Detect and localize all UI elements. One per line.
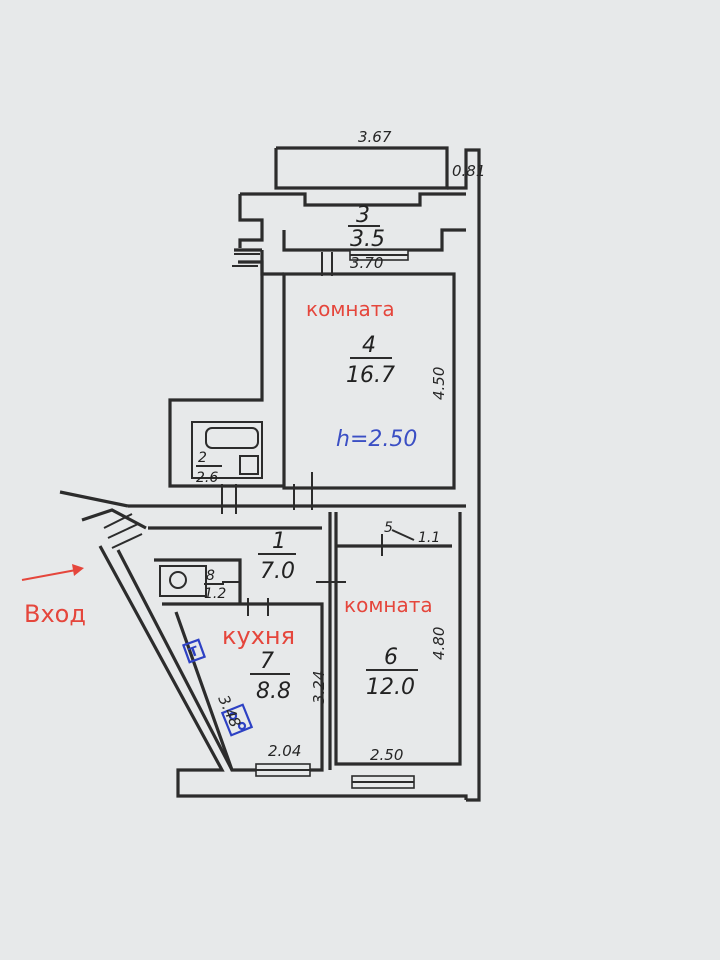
wc-box bbox=[159, 565, 207, 597]
room-6-number: 6 bbox=[384, 645, 398, 670]
room-3-number: 3 bbox=[356, 203, 370, 228]
room-4-number: 4 bbox=[362, 333, 376, 358]
room-8: 8 1.2 bbox=[204, 568, 226, 602]
diagonal-inner-wall bbox=[116, 549, 234, 771]
room-1-number: 1 bbox=[272, 529, 286, 554]
dim-room4-width: 3.70 bbox=[350, 254, 383, 272]
room-1-area: 7.0 bbox=[260, 559, 295, 584]
balcony-slab bbox=[274, 146, 449, 190]
entrance-label: Вход bbox=[24, 600, 86, 628]
room-3: 3 3.5 bbox=[348, 203, 385, 252]
loggia-left-wall bbox=[238, 194, 264, 248]
dim-room4-height: 4.50 bbox=[430, 367, 448, 400]
room-6-inner-wall bbox=[334, 512, 462, 766]
room-1: 1 7.0 bbox=[258, 529, 296, 584]
bathroom-box bbox=[191, 421, 263, 479]
room-6-area: 12.0 bbox=[366, 675, 415, 700]
entrance: Вход bbox=[21, 564, 86, 628]
room-7-kitchen: кухня 7 8.8 bbox=[222, 622, 295, 704]
room-4: комната 4 16.7 h=2.50 bbox=[306, 297, 417, 452]
dim-top-width: 3.67 bbox=[358, 128, 392, 146]
room-4-walls bbox=[282, 272, 456, 490]
entrance-wall bbox=[59, 490, 129, 508]
room-5: 5 1.1 bbox=[384, 520, 440, 546]
bath-outer bbox=[168, 260, 284, 488]
room-6-label: комната bbox=[344, 593, 433, 617]
sink-kitchen-icon bbox=[181, 638, 207, 664]
diagonal-outer-wall bbox=[98, 545, 468, 800]
room-8-number: 8 bbox=[206, 568, 215, 584]
ceiling-height: h=2.50 bbox=[336, 427, 417, 452]
room-2: 2 2.6 bbox=[196, 450, 222, 486]
stair-hatching bbox=[103, 253, 260, 549]
room-2-number: 2 bbox=[198, 450, 207, 466]
room-7-number: 7 bbox=[260, 649, 274, 674]
bathtub-icon bbox=[205, 427, 259, 449]
room-4-side bbox=[260, 250, 284, 276]
sink-icon bbox=[239, 455, 259, 475]
door-marks bbox=[221, 252, 383, 616]
room-4-label: комната bbox=[306, 297, 395, 321]
loggia-bottom-wall bbox=[282, 228, 466, 252]
entrance-inner bbox=[81, 508, 147, 530]
dim-room6-height: 4.80 bbox=[430, 627, 448, 660]
dim-right-offset: 0.81 bbox=[452, 162, 485, 180]
dim-room6-bottom: 2.50 bbox=[370, 746, 403, 764]
arrow-head-icon bbox=[72, 564, 84, 576]
room-3-area: 3.5 bbox=[350, 227, 385, 252]
loggia-top-wall bbox=[240, 192, 466, 207]
kitchen-label: кухня bbox=[222, 622, 295, 650]
room-6: комната 6 12.0 bbox=[344, 593, 433, 700]
kitchen-fixtures: T bbox=[181, 638, 254, 737]
entrance-arrow bbox=[21, 569, 77, 581]
toilet-icon bbox=[169, 571, 187, 589]
dim-kitchen-bottom: 2.04 bbox=[268, 742, 301, 760]
dim-kitchen-height: 3.24 bbox=[310, 671, 328, 704]
room-5-number: 5 bbox=[384, 520, 393, 536]
room-7-area: 8.8 bbox=[256, 679, 291, 704]
outer-right-wall bbox=[447, 148, 481, 802]
bathroom-fixtures bbox=[159, 421, 263, 597]
stove-icon bbox=[220, 703, 254, 737]
room-5-area: 1.1 bbox=[418, 530, 440, 546]
room-8-area: 1.2 bbox=[204, 586, 226, 602]
room-4-area: 16.7 bbox=[346, 363, 395, 388]
room-2-area: 2.6 bbox=[196, 470, 218, 486]
wc-walls bbox=[154, 558, 242, 604]
windows bbox=[255, 249, 415, 789]
dim-kitchen-diag: 3.48 bbox=[214, 692, 244, 730]
